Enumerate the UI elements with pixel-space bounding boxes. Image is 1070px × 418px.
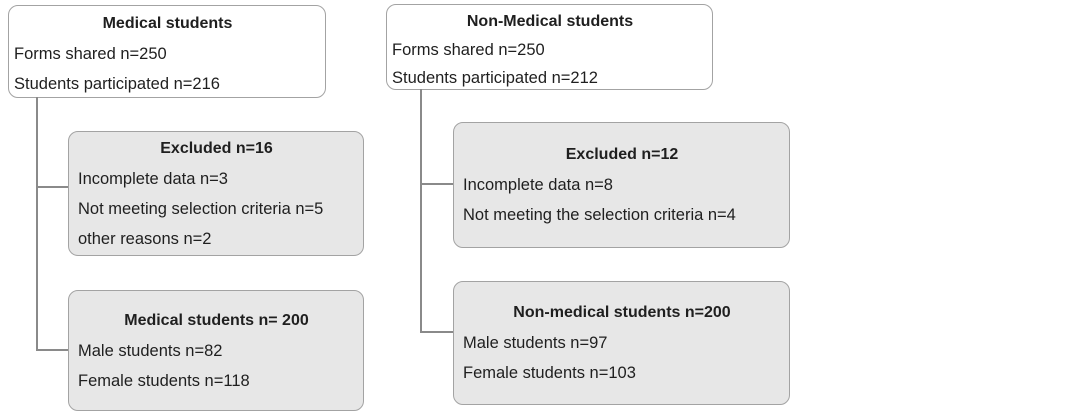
- box-title: Excluded n=16: [160, 139, 273, 157]
- connector-nonmedical-vertical: [420, 89, 422, 333]
- incomplete-data-text: Incomplete data n=3: [78, 169, 228, 188]
- box-medical-enrollment: Medical students Forms shared n=250 Stud…: [8, 5, 326, 98]
- connector-nonmedical-to-excluded: [420, 183, 453, 185]
- male-students-text: Male students n=82: [78, 341, 223, 360]
- connector-medical-to-excluded: [36, 186, 68, 188]
- box-medical-final: Medical students n= 200 Male students n=…: [68, 290, 364, 411]
- box-medical-excluded: Excluded n=16 Incomplete data n=3 Not me…: [68, 131, 364, 256]
- box-title: Non-Medical students: [466, 13, 634, 30]
- students-participated-text: Students participated n=216: [14, 75, 220, 93]
- incomplete-data-text: Incomplete data n=8: [463, 176, 613, 194]
- connector-medical-to-final: [36, 349, 68, 351]
- other-reasons-text: other reasons n=2: [78, 229, 212, 248]
- selection-criteria-text: Not meeting the selection criteria n=4: [463, 206, 736, 224]
- box-title: Non-medical students n=200: [513, 304, 731, 321]
- connector-nonmedical-to-final: [420, 331, 453, 333]
- connector-medical-vertical: [36, 97, 38, 351]
- selection-criteria-text: Not meeting selection criteria n=5: [78, 199, 324, 218]
- female-students-text: Female students n=103: [463, 364, 636, 382]
- box-title: Excluded n=12: [565, 146, 679, 163]
- male-students-text: Male students n=97: [463, 334, 608, 352]
- box-nonmedical-excluded: Excluded n=12 Incomplete data n=8 Not me…: [453, 122, 790, 248]
- box-title: Medical students: [102, 15, 233, 32]
- female-students-text: Female students n=118: [78, 371, 250, 390]
- box-nonmedical-final: Non-medical students n=200 Male students…: [453, 281, 790, 405]
- students-participated-text: Students participated n=212: [392, 69, 598, 87]
- box-nonmedical-enrollment: Non-Medical students Forms shared n=250 …: [386, 4, 713, 90]
- forms-shared-text: Forms shared n=250: [14, 45, 167, 63]
- forms-shared-text: Forms shared n=250: [392, 41, 545, 59]
- box-title: Medical students n= 200: [124, 311, 309, 329]
